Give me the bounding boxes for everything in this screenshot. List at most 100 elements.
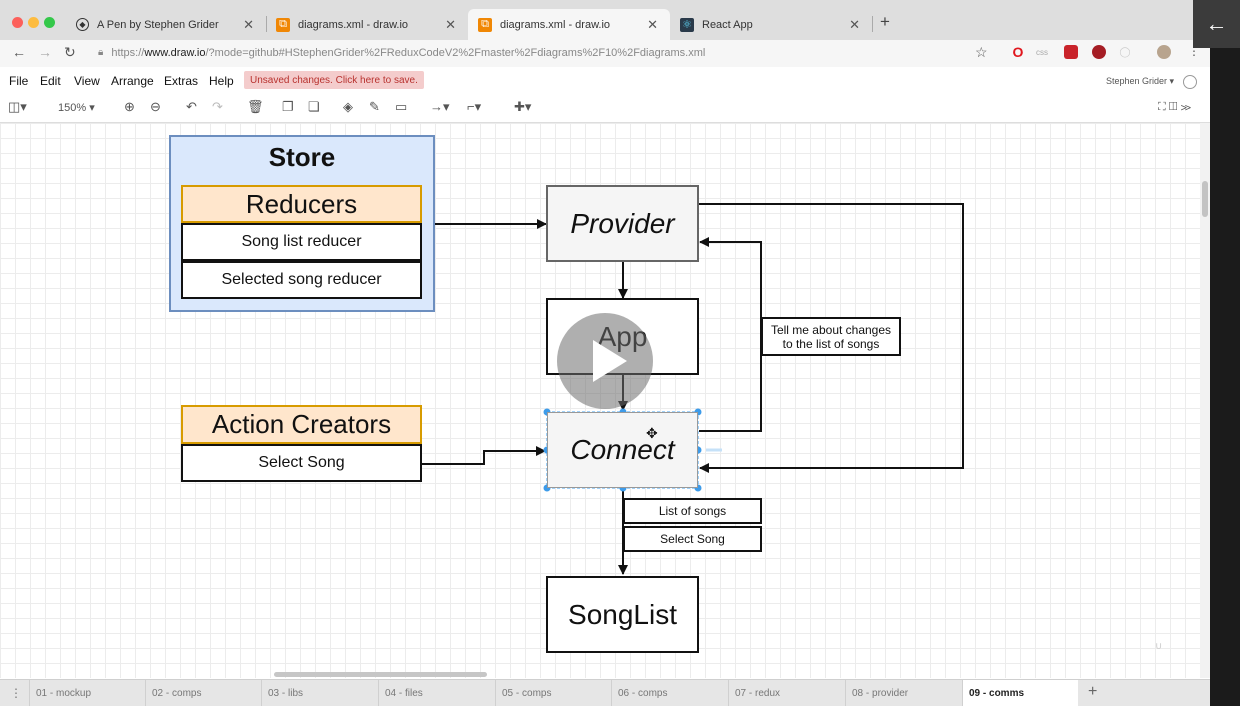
redo-icon[interactable]: ↷ (212, 99, 223, 114)
menu-help[interactable]: Help (209, 74, 234, 88)
page-tab[interactable]: 02 - comps (145, 680, 261, 706)
select-song-prop-box[interactable]: Select Song (623, 526, 762, 552)
react-icon: ⚛ (680, 17, 694, 32)
tab-drawio-2[interactable]: ⧉ diagrams.xml - draw.io ✕ (468, 9, 670, 40)
format-panel-icon[interactable]: ◫▾ (8, 99, 27, 114)
shadow-icon[interactable]: ▭ (395, 99, 408, 114)
to-back-icon[interactable]: ❏ (308, 99, 320, 114)
menu-extras[interactable]: Extras (164, 74, 199, 88)
zoom-out-icon[interactable]: ⊖ (150, 99, 161, 114)
connection-icon[interactable]: →▾ (430, 99, 450, 114)
user-name[interactable]: Stephen Grider ▾ (1106, 76, 1175, 86)
reducers-title: Reducers (245, 188, 358, 219)
css-extension-icon[interactable]: css (1036, 47, 1048, 57)
fullscreen-icon[interactable]: ⛶ ◫ ≫ (1158, 101, 1192, 113)
minimize-window-button[interactable] (28, 17, 39, 28)
new-tab-button[interactable]: + (880, 12, 890, 31)
close-icon[interactable]: ✕ (849, 17, 860, 32)
play-icon (593, 340, 627, 382)
globe-icon[interactable] (1183, 75, 1197, 89)
menu-arrange[interactable]: Arrange (111, 74, 154, 88)
bookmark-star-icon[interactable]: ☆ (975, 44, 988, 60)
back-arrow-icon[interactable]: ← (12, 44, 26, 60)
close-icon[interactable]: ✕ (445, 17, 456, 32)
reducers-header[interactable]: Reducers (181, 185, 422, 223)
song-list-reducer-box[interactable]: Song list reducer (181, 223, 422, 261)
tab-strip: ◆ A Pen by Stephen Grider ✕ ⧉ diagrams.x… (0, 0, 1210, 40)
select-song-action-box[interactable]: Select Song (181, 444, 422, 482)
close-icon[interactable]: ✕ (243, 17, 254, 32)
vertical-scrollbar[interactable] (1200, 123, 1210, 678)
zoom-in-icon[interactable]: ⊕ (124, 99, 135, 114)
waypoints-icon[interactable]: ⌐▾ (467, 99, 482, 114)
watermark-logo: ∪ (1155, 641, 1163, 652)
close-icon[interactable]: ✕ (647, 17, 658, 32)
tab-drawio-1[interactable]: ⧉ diagrams.xml - draw.io ✕ (266, 9, 468, 40)
forward-arrow-icon[interactable]: → (38, 44, 52, 60)
connect-label: Connect (570, 434, 675, 465)
tab-codepen[interactable]: ◆ A Pen by Stephen Grider ✕ (66, 9, 266, 40)
to-front-icon[interactable]: ❐ (282, 99, 294, 114)
connect-box[interactable]: Connect (547, 412, 698, 488)
fill-color-icon[interactable]: ◈ (343, 99, 353, 114)
zoom-select[interactable]: 150% ▾ (58, 102, 95, 114)
store-title: Store (268, 142, 336, 172)
browser-window: ◆ A Pen by Stephen Grider ✕ ⧉ diagrams.x… (0, 0, 1210, 706)
extension-grey-icon[interactable]: ◯ (1119, 46, 1131, 58)
connect-to-provider-arrow[interactable] (699, 237, 762, 432)
add-page-button[interactable]: + (1088, 683, 1098, 700)
drawio-icon: ⧉ (276, 17, 290, 32)
menu-edit[interactable]: Edit (40, 74, 61, 88)
tab-title: React App (702, 18, 753, 31)
extension-shield-icon[interactable] (1092, 45, 1106, 59)
list-of-songs-box[interactable]: List of songs (623, 498, 762, 524)
undo-icon[interactable]: ↶ (186, 99, 197, 114)
reload-icon[interactable]: ↻ (64, 44, 76, 60)
horizontal-scroll-thumb[interactable] (274, 672, 487, 677)
line-color-icon[interactable]: ✎ (369, 99, 380, 114)
page-tab[interactable]: 03 - libs (261, 680, 377, 706)
action-to-connect-arrow[interactable] (422, 446, 546, 465)
provider-box[interactable]: Provider (546, 185, 699, 262)
tab-title: A Pen by Stephen Grider (97, 18, 219, 31)
provider-label: Provider (570, 207, 675, 239)
maximize-window-button[interactable] (44, 17, 55, 28)
page-tab[interactable]: 01 - mockup (29, 680, 145, 706)
page-tab[interactable]: 05 - comps (495, 680, 611, 706)
tab-react-app[interactable]: ⚛ React App ✕ (670, 9, 872, 40)
drawio-icon: ⧉ (478, 17, 492, 32)
page-tab[interactable]: 08 - provider (845, 680, 961, 706)
unsaved-changes-notice[interactable]: Unsaved changes. Click here to save. (244, 71, 424, 89)
opera-icon[interactable]: O (1012, 44, 1024, 60)
songlist-box[interactable]: SongList (546, 576, 699, 653)
url-path: /?mode=github#HStephenGrider%2FReduxCode… (205, 46, 706, 59)
provider-to-connect-arrow[interactable] (699, 203, 964, 473)
action-creators-title: Action Creators (211, 409, 392, 439)
delete-icon[interactable]: 🗑︎ (247, 99, 264, 114)
diagram-canvas[interactable]: Store Reducers Song list reducer Selecte… (0, 123, 1200, 678)
page-tab[interactable]: 07 - redux (728, 680, 844, 706)
url-field[interactable]: 🔒︎ https://www.draw.io/?mode=github#HSte… (94, 42, 1001, 63)
action-creators-header[interactable]: Action Creators (181, 405, 422, 444)
zoom-value: 150% (58, 102, 87, 114)
play-button[interactable] (557, 313, 653, 409)
songlist-label: SongList (568, 598, 677, 630)
vertical-scroll-thumb[interactable] (1202, 181, 1208, 217)
menu-view[interactable]: View (74, 74, 100, 88)
pages-menu-icon[interactable]: ⋮ (10, 686, 22, 700)
page-tab[interactable]: 04 - files (378, 680, 494, 706)
song-list-reducer-label: Song list reducer (241, 233, 362, 250)
back-arrow-icon[interactable]: ← (1193, 0, 1240, 48)
page-tab[interactable]: 06 - comps (611, 680, 727, 706)
move-cursor-icon: ✥ (646, 425, 658, 441)
lock-icon: 🔒︎ (98, 47, 104, 58)
insert-icon[interactable]: ✚▾ (514, 99, 532, 114)
extension-red-icon[interactable] (1064, 45, 1078, 59)
menu-file[interactable]: File (9, 74, 29, 88)
tell-me-label-box[interactable]: Tell me about changes to the list of son… (761, 317, 901, 356)
address-bar-row: ← → ↻ 🔒︎ https://www.draw.io/?mode=githu… (0, 40, 1210, 67)
page-tab-active[interactable]: 09 - comms (962, 680, 1078, 706)
profile-avatar[interactable] (1157, 45, 1171, 59)
close-window-button[interactable] (12, 17, 23, 28)
selected-song-reducer-box[interactable]: Selected song reducer (181, 261, 422, 299)
